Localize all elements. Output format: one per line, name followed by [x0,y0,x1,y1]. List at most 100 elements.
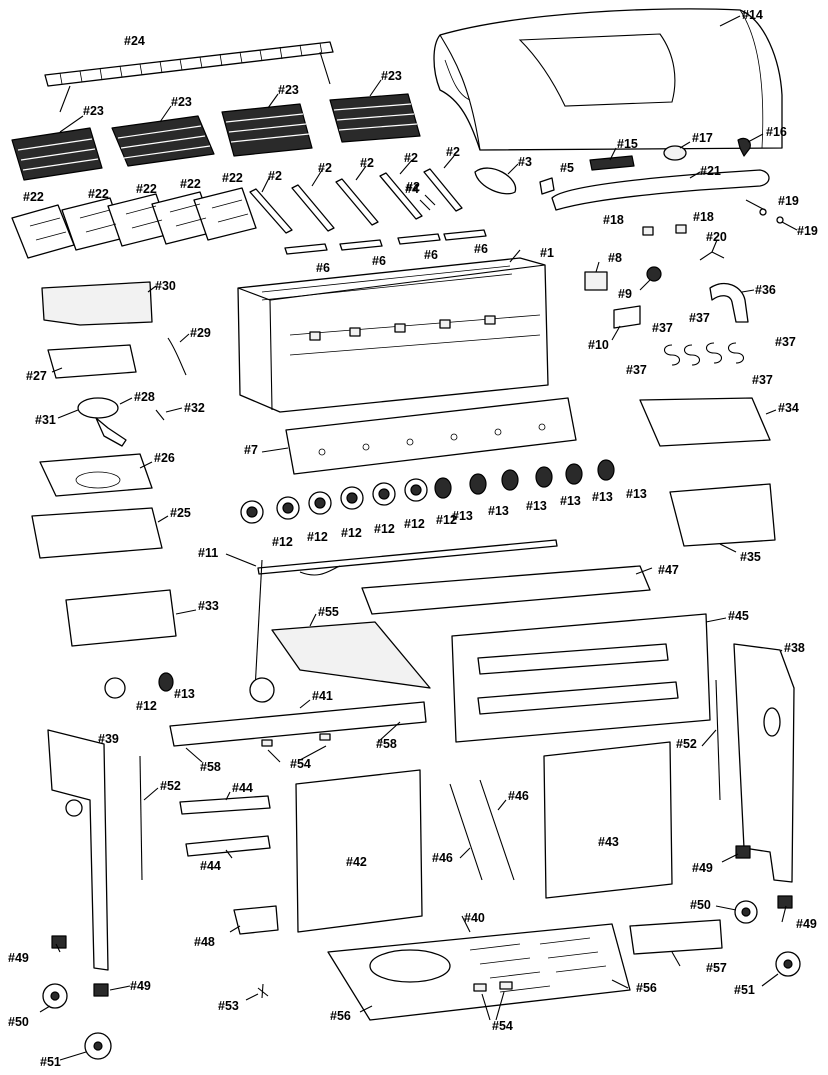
label-27: #27 [26,369,47,383]
part-caster-51a [84,1032,112,1060]
label-33: #33 [198,599,219,613]
label-2-e: #2 [446,145,460,159]
part-drip-tray [361,565,651,615]
part-knob-bezels [240,478,428,524]
label-38: #38 [784,641,805,655]
part-heat-tents [284,229,487,255]
label-37-b: #37 [689,311,710,325]
label-19-b: #19 [797,224,818,238]
part-caster-50a [42,983,68,1009]
label-35: #35 [740,550,761,564]
label-52-b: #52 [676,737,697,751]
label-25: #25 [170,506,191,520]
part-rotisserie-burner [474,167,517,195]
label-22-b: #22 [88,187,109,201]
part-shelf-fascia [669,483,776,547]
part-rack-27 [47,344,137,379]
label-44-b: #44 [200,859,221,873]
part-left-door [295,769,423,933]
part-knobs [434,459,615,499]
label-13-g: #13 [174,687,195,701]
part-clip-32 [155,409,165,421]
label-47: #47 [658,563,679,577]
label-11: #11 [198,546,218,560]
part-warming-rack [44,41,334,113]
part-cap-49d [777,895,793,909]
label-36: #36 [755,283,776,297]
part-cap-49b [93,983,109,997]
label-23-c: #23 [278,83,299,97]
part-side-burner [77,397,127,447]
label-12-b: #12 [307,530,328,544]
label-51-b: #51 [734,983,755,997]
label-13-b: #13 [488,504,509,518]
leader-lines [39,15,798,1061]
label-21: #21 [700,164,721,178]
label-31: #31 [35,413,56,427]
part-spacer-18a [642,226,654,236]
part-bracket-54b [319,733,331,741]
part-cooking-grid-2 [111,115,215,167]
label-46-b: #46 [432,851,453,865]
part-side-shelf [639,397,771,447]
label-55: #55 [318,605,339,619]
part-caster-50b [734,900,758,924]
label-22-e: #22 [222,171,243,185]
label-13-a: #13 [452,509,473,523]
label-6-c: #6 [424,248,438,262]
label-28: #28 [134,390,155,404]
label-12-e: #12 [404,517,425,531]
part-lid-handle [551,169,770,211]
part-bracket-54d [499,981,513,990]
label-43: #43 [598,835,619,849]
part-igniter-8 [584,271,608,291]
part-cooking-grid-4 [329,93,421,143]
part-knob-13-small [158,672,174,692]
label-26: #26 [154,451,175,465]
part-rod-52a [139,755,143,881]
label-17: #17 [692,131,713,145]
part-bracket-10 [613,305,641,329]
label-13-e: #13 [592,490,613,504]
label-22-a: #22 [23,190,44,204]
label-24: #24 [124,34,145,48]
part-left-cart-side [47,729,109,971]
label-13-c: #13 [526,499,547,513]
part-firebox [237,257,549,413]
part-bezel-12-small [104,677,126,699]
parts-artwork [11,8,801,1060]
label-54-a: #54 [290,757,311,771]
label-40: #40 [464,911,485,925]
part-side-panel-33 [65,589,177,647]
label-10: #10 [588,338,609,352]
label-39: #39 [98,732,119,746]
part-lid [433,8,783,151]
part-thermometer [663,145,687,161]
label-44-a: #44 [232,781,253,795]
label-51-a: #51 [40,1055,61,1069]
label-4: #4 [405,182,419,196]
label-49-b: #49 [130,979,151,993]
label-2-c: #2 [360,156,374,170]
label-5: #5 [560,161,574,175]
label-12-c: #12 [341,526,362,540]
label-23-b: #23 [171,95,192,109]
part-screw-19b [776,216,784,224]
part-control-panel [285,397,577,475]
label-45: #45 [728,609,749,623]
part-towel-bar-b [185,835,271,857]
label-13-f: #13 [626,487,647,501]
label-18-a: #18 [603,213,624,227]
label-7: #7 [244,443,258,457]
label-23-a: #23 [83,104,104,118]
label-32: #32 [184,401,205,415]
label-2-a: #2 [268,169,282,183]
part-logo-plate [589,155,635,171]
label-22-d: #22 [180,177,201,191]
label-57: #57 [706,961,727,975]
part-bezel [737,137,751,157]
part-side-frame [31,507,163,559]
part-cooking-grid-1 [11,127,103,181]
part-bracket-54a [261,739,273,747]
